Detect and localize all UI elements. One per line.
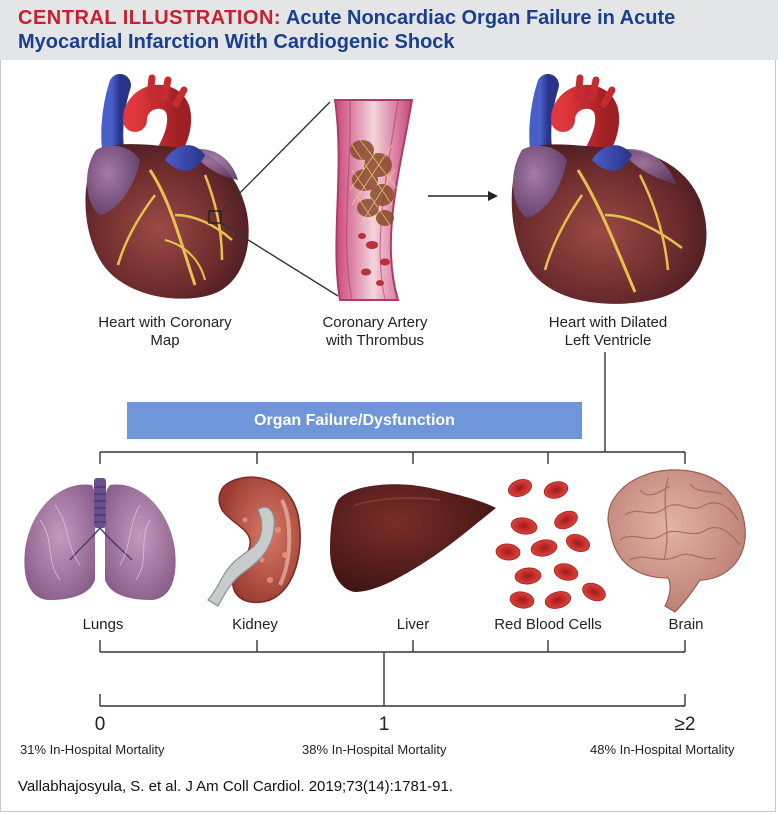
organ-label-liver: Liver bbox=[396, 616, 430, 633]
title-lead: CENTRAL ILLUSTRATION: bbox=[18, 7, 282, 29]
kidney-illustration bbox=[207, 476, 301, 607]
scale-count-1: 1 bbox=[378, 714, 390, 735]
scale-count-0: 0 bbox=[94, 714, 106, 735]
top-bracket bbox=[99, 352, 686, 464]
mortality-scale-axis bbox=[99, 694, 686, 707]
caption-heart-dilated: Heart with Dilated Left Ventricle bbox=[508, 314, 708, 350]
zoom-line-bottom bbox=[220, 222, 339, 297]
progression-arrow bbox=[428, 191, 498, 201]
figure-title: CENTRAL ILLUSTRATION: Acute Noncardiac O… bbox=[18, 6, 758, 54]
caption-line: with Thrombus bbox=[325, 332, 425, 349]
heart-dilated-ventricle-illustration bbox=[511, 74, 707, 304]
caption-coronary-artery: Coronary Artery with Thrombus bbox=[275, 314, 475, 350]
organ-failure-banner: Organ Failure/Dysfunction bbox=[127, 402, 582, 439]
caption-line: Coronary Artery bbox=[322, 314, 428, 331]
caption-heart-coronary-map: Heart with Coronary Map bbox=[65, 314, 265, 350]
red-blood-cells-illustration bbox=[495, 479, 606, 609]
brain-illustration bbox=[607, 469, 746, 613]
header-band: CENTRAL ILLUSTRATION: Acute Noncardiac O… bbox=[0, 0, 778, 60]
citation: Vallabhajosyula, S. et al. J Am Coll Car… bbox=[18, 778, 453, 795]
mortality-label-2: 48% In-Hospital Mortality bbox=[590, 742, 735, 757]
organ-label-red-blood-cells: Red Blood Cells bbox=[494, 616, 602, 633]
caption-line: Heart with Coronary bbox=[98, 314, 232, 331]
scale-count-2: ≥2 bbox=[674, 714, 696, 735]
liver-illustration bbox=[330, 484, 496, 592]
title-rest: Acute Noncardiac Organ Failure in Acute … bbox=[18, 7, 676, 53]
mortality-label-1: 38% In-Hospital Mortality bbox=[302, 742, 447, 757]
coronary-artery-thrombus-illustration bbox=[333, 99, 414, 301]
caption-line: Map bbox=[150, 332, 180, 349]
caption-line: Left Ventricle bbox=[564, 332, 652, 349]
organ-label-kidney: Kidney bbox=[232, 616, 278, 633]
mortality-label-0: 31% In-Hospital Mortality bbox=[20, 742, 165, 757]
organ-label-lungs: Lungs bbox=[82, 616, 124, 633]
zoom-line-top bbox=[220, 101, 331, 213]
lungs-illustration bbox=[24, 478, 176, 600]
organ-label-brain: Brain bbox=[668, 616, 704, 633]
caption-line: Heart with Dilated bbox=[548, 314, 668, 331]
heart-coronary-map-illustration bbox=[85, 74, 249, 299]
bottom-bracket bbox=[99, 640, 686, 706]
